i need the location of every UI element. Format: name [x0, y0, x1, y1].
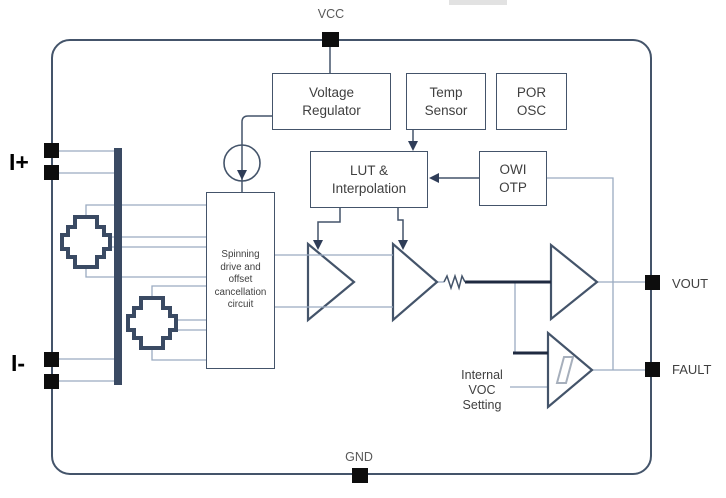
fault-pin: [645, 362, 660, 377]
spinning-label-2: drive and: [220, 261, 261, 273]
medium-wires: [241, 47, 479, 243]
vout-label: VOUT: [672, 276, 709, 291]
voltage-regulator-label-2: Regulator: [302, 102, 361, 118]
internal-voc-line-1: Internal: [461, 368, 503, 382]
i-minus-pin-1: [44, 352, 59, 367]
i-minus-label: I-: [11, 350, 26, 376]
vcc-pin: [322, 32, 339, 47]
owi-label-1: OWI: [499, 161, 527, 177]
hall-plate-icon-2: [126, 296, 178, 350]
diff-signal-wires: [275, 254, 393, 308]
internal-voc-label: Internal VOC Setting: [450, 368, 514, 413]
top-artifact: [449, 0, 507, 5]
pins: [44, 32, 660, 483]
hysteresis-icon: [555, 356, 575, 384]
amplifier-1-icon: [306, 241, 356, 323]
fault-label: FAULT: [672, 362, 712, 377]
temp-sensor-label-2: Sensor: [424, 102, 468, 118]
arrow-lut-to-amp1: [313, 240, 323, 250]
i-plus-label: I+: [9, 149, 29, 175]
spinning-label-3: offset: [228, 274, 253, 286]
vcc-label: VCC: [317, 7, 345, 21]
vout-pin: [645, 275, 660, 290]
amplifier-2-icon: [391, 241, 439, 323]
por-osc-label-2: OSC: [516, 102, 547, 118]
spinning-drive-block: Spinning drive and offset cancellation c…: [206, 192, 275, 369]
voltage-regulator-block: Voltage Regulator: [272, 73, 391, 130]
por-osc-label-1: POR: [516, 84, 547, 100]
lut-interpolation-block: LUT & Interpolation: [310, 151, 428, 208]
chip-boundary: [51, 39, 652, 475]
lut-label-2: Interpolation: [331, 180, 407, 196]
gnd-pin: [352, 468, 368, 483]
output-buffer-icon: [549, 242, 599, 322]
voltage-regulator-label-1: Voltage: [308, 84, 355, 100]
i-plus-pin-2: [44, 165, 59, 180]
thick-wires: [465, 280, 551, 355]
lut-label-1: LUT &: [349, 162, 388, 178]
temp-sensor-label-1: Temp: [429, 84, 463, 100]
arrow-lut-to-amp2: [398, 240, 408, 250]
spinning-label-1: Spinning: [221, 249, 260, 261]
resistor-icon: [443, 273, 466, 291]
spinning-label-4: cancellation: [214, 286, 267, 298]
arrow-owi-to-lut: [429, 173, 439, 183]
i-plus-pin-1: [44, 143, 59, 158]
arrow-temp-to-lut: [408, 141, 418, 151]
por-osc-block: POR OSC: [496, 73, 567, 130]
owi-label-2: OTP: [499, 179, 527, 195]
thin-wires: [59, 150, 645, 388]
temp-sensor-block: Temp Sensor: [406, 73, 486, 130]
arrowheads: [237, 141, 439, 250]
internal-voc-line-2: VOC: [468, 383, 496, 397]
arrow-current-source: [237, 170, 247, 180]
current-conductor-bar: [114, 148, 122, 385]
current-source-icon: [223, 144, 261, 182]
hall-plate-icon-1: [60, 215, 112, 269]
owi-otp-block: OWI OTP: [479, 151, 547, 206]
i-minus-pin-2: [44, 374, 59, 389]
internal-voc-line-3: Setting: [462, 398, 502, 412]
gnd-label: GND: [345, 450, 373, 464]
spinning-label-5: circuit: [227, 299, 254, 311]
